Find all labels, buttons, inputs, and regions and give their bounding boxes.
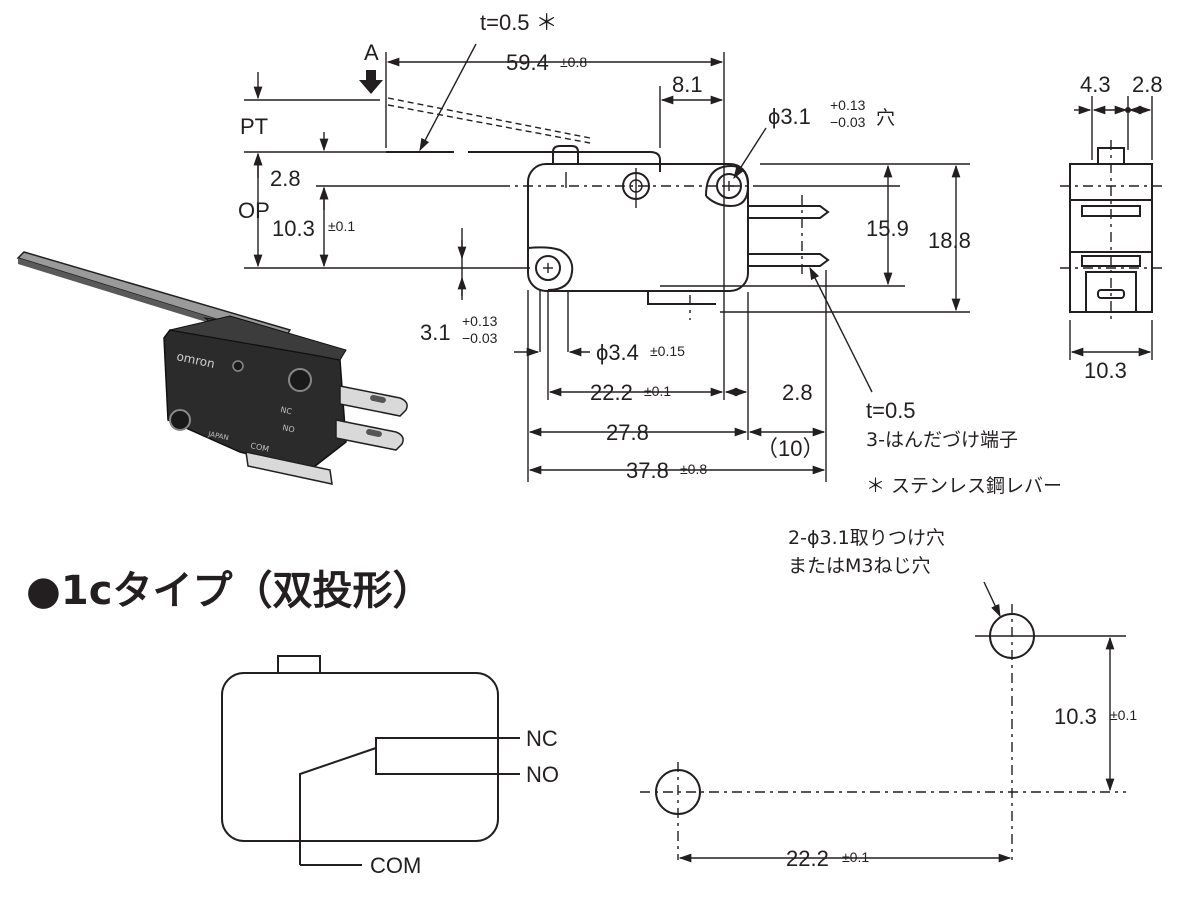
- dim-18-8: 18.8: [928, 228, 971, 253]
- switch-body-outline: [527, 163, 749, 292]
- dim-27-8: 27.8: [606, 420, 649, 445]
- hole-suffix: 穴: [876, 107, 895, 129]
- dim-8-1: 8.1: [672, 72, 703, 97]
- label-lever-thickness: t=0.5 ＊: [480, 10, 558, 35]
- side-dim-10-3: 10.3: [1084, 358, 1127, 383]
- schematic-nc: NC: [526, 726, 558, 751]
- switch-side-view: 4.3 2.8 10.3: [1060, 72, 1163, 383]
- hole-boss-bottom-left: [527, 246, 574, 291]
- dim-22-2-tol: ±0.1: [644, 383, 671, 399]
- dim-10-3-tol: ±0.1: [328, 218, 355, 234]
- arrow-a-icon: [359, 70, 383, 94]
- dim-37-8-value: 37.8: [626, 458, 669, 483]
- schematic-com: COM: [370, 853, 421, 878]
- lever-solid: [386, 151, 661, 172]
- lever-free-position: [387, 97, 591, 139]
- mount-dim-horizontal-tol: ±0.1: [842, 849, 869, 865]
- schematic-no-line: [375, 760, 520, 775]
- dim-3-1-tol-minus: −0.03: [462, 330, 498, 346]
- schematic-com-contact: [299, 747, 377, 865]
- photo-terminal-com: [245, 451, 333, 485]
- mount-dim-horizontal-value: 22.2: [786, 846, 829, 871]
- product-photo: omron NC NO COM JAPAN: [16, 251, 408, 485]
- dim-15-9: 15.9: [866, 216, 909, 241]
- dim-10-3-value: 10.3: [272, 216, 315, 241]
- contact-schematic: ●1cタイプ（双投形） NC NO COM: [26, 568, 559, 878]
- terminal-com: [647, 291, 716, 305]
- side-dim-4-3: 4.3: [1080, 72, 1111, 97]
- hole-tol-plus: +0.13: [830, 97, 866, 113]
- dim-phi-3-4-tol: ±0.15: [650, 343, 685, 359]
- mounting-title-line1: 2-ϕ3.1取りつけ穴: [788, 527, 945, 549]
- schematic-nc-line: [375, 737, 520, 764]
- mount-dim-vertical-value: 10.3: [1054, 704, 1097, 729]
- mount-dim-vertical-tol: ±0.1: [1110, 707, 1137, 723]
- plunger: [552, 145, 579, 164]
- terminal-thickness: t=0.5: [866, 398, 916, 423]
- schematic-no: NO: [526, 762, 559, 787]
- schematic-heading: ●1cタイプ（双投形）: [26, 568, 432, 614]
- label-a: A: [364, 40, 379, 65]
- mount-hole-bottom-left: [535, 255, 561, 281]
- dim-10-paren: （10）: [756, 436, 824, 461]
- dim-overall-value: 59.4: [506, 50, 549, 75]
- lever-material-note: ＊ ステンレス鋼レバー: [866, 475, 1062, 497]
- dim-overall-tol: ±0.8: [560, 54, 587, 70]
- dim-2-8-right: 2.8: [782, 380, 813, 405]
- schematic-body: [221, 672, 499, 842]
- dim-phi-3-4-value: ϕ3.4: [596, 340, 639, 365]
- label-pt: PT: [240, 114, 268, 139]
- dim-3-1-value: 3.1: [420, 320, 451, 345]
- terminal-note: 3-はんだづけ端子: [866, 429, 1018, 451]
- photo-label-com: COM: [250, 441, 270, 454]
- photo-label-nc: NC: [280, 405, 294, 416]
- terminal-nc: [748, 205, 830, 219]
- hole-prefix: ϕ3.1: [768, 104, 811, 129]
- switch-dimension-view: [244, 43, 970, 482]
- dimension-labels-top: A t=0.5 ＊ 59.4 ±0.8 8.1 ϕ3.1 +0.13 −0.03…: [238, 10, 1062, 497]
- mounting-title-line2: またはM3ねじ穴: [788, 555, 930, 577]
- mounting-holes-diagram: 2-ϕ3.1取りつけ穴 またはM3ねじ穴 10.3 ±0.1 22.2 ±0.1: [640, 527, 1137, 871]
- dim-2-8-left: 2.8: [270, 166, 301, 191]
- photo-label-no: NO: [282, 423, 296, 434]
- dim-37-8-tol: ±0.8: [680, 461, 707, 477]
- label-op: OP: [238, 198, 270, 223]
- dim-22-2-value: 22.2: [590, 380, 633, 405]
- side-dim-2-8: 2.8: [1132, 72, 1163, 97]
- terminal-no: [748, 253, 830, 267]
- hole-tol-minus: −0.03: [830, 114, 866, 130]
- dim-3-1-tol-plus: +0.13: [462, 313, 498, 329]
